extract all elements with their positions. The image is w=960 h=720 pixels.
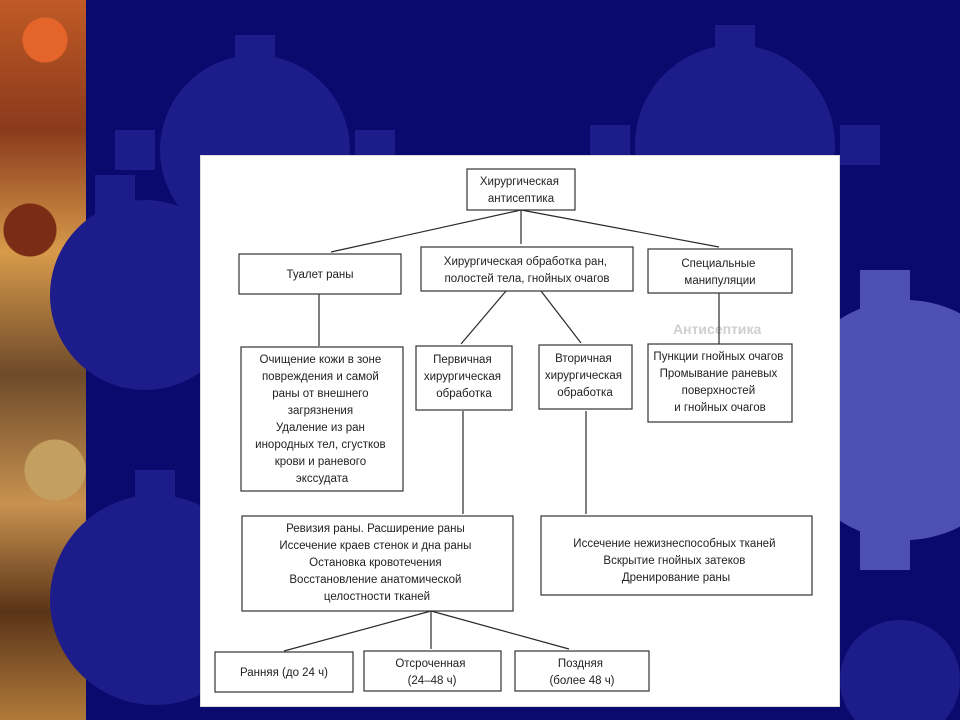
node-surgical-treatment: [420, 246, 634, 292]
edges: [283, 209, 720, 652]
root-label: Хирургическая антисептика: [480, 176, 562, 205]
edge-root-manipulations: [520, 209, 720, 248]
toilet-detail-label: Очищение кожи в зоне повреждения и самой…: [255, 354, 389, 485]
node-special-manipulations: [647, 248, 793, 294]
gear-icon: [840, 620, 960, 720]
node-manipulations-detail: [647, 343, 793, 423]
antiseptics-flowchart: Антисептика: [214, 168, 813, 693]
secondary-detail-label: Иссечение нежизнеспособных тканей Вскрыт…: [573, 538, 778, 584]
surgical-treatment-label: Хирургическая обработка ран, полостей те…: [444, 256, 610, 285]
node-toilet: [238, 253, 402, 295]
node-secondary: [538, 344, 633, 410]
nodes: [214, 168, 813, 693]
gear-icon: [50, 175, 240, 390]
edge-detail-early: [283, 610, 432, 652]
early-label: Ранняя (до 24 ч): [240, 667, 328, 679]
primary-label: Первичная хирургическая обработка: [424, 354, 504, 400]
node-primary-detail: [241, 515, 514, 612]
node-root: [466, 168, 576, 211]
background-heading: Антисептика: [673, 321, 762, 337]
node-primary: [415, 345, 513, 411]
delayed-label: Отсроченная (24–48 ч): [395, 658, 468, 687]
late-label: Поздняя (более 48 ч): [549, 658, 614, 687]
node-early: [214, 651, 354, 693]
edge-root-toilet: [330, 209, 522, 253]
scanned-diagram-panel: Антисептика: [200, 155, 840, 707]
special-manipulations-label: Специальные манипуляции: [681, 258, 758, 287]
node-late: [514, 650, 650, 692]
edge-surgical-primary: [460, 290, 507, 345]
manipulations-detail-label: Пункции гнойных очагов Промывание раневы…: [653, 351, 786, 414]
node-toilet-detail: [240, 346, 404, 492]
edge-surgical-secondary: [540, 290, 582, 344]
primary-detail-label: Ревизия раны. Расширение раны Иссечение …: [279, 523, 474, 603]
node-secondary-detail: [540, 515, 813, 596]
node-labels: Хирургическая антисептика Туалет раны Хи…: [240, 176, 786, 687]
node-delayed: [363, 650, 502, 692]
secondary-label: Вторичная хирургическая обработка: [545, 353, 625, 399]
toilet-label: Туалет раны: [287, 269, 354, 281]
edge-detail-late: [430, 610, 570, 650]
